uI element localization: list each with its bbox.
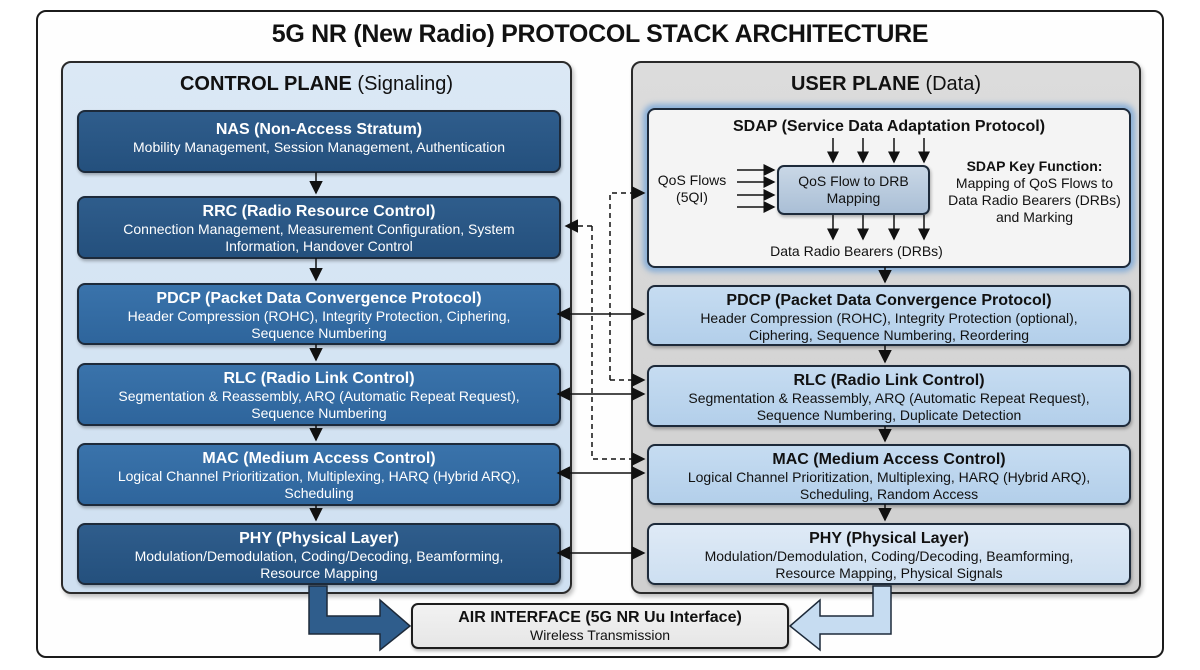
drb-label: Data Radio Bearers (DRBs) xyxy=(770,243,943,259)
layer-name: PHY (Physical Layer) xyxy=(809,530,969,547)
cp-layer-pdcp: PDCP (Packet Data Convergence Protocol) … xyxy=(77,283,561,345)
sdap-key-desc: Mapping of QoS Flows to Data Radio Beare… xyxy=(948,175,1121,225)
cp-to-air-arrow xyxy=(308,585,412,652)
layer-desc: Header Compression (ROHC), Integrity Pro… xyxy=(127,308,511,341)
up-layer-phy: PHY (Physical Layer) Modulation/Demodula… xyxy=(647,523,1131,585)
air-interface-box: AIR INTERFACE (5G NR Uu Interface) Wirel… xyxy=(411,603,789,649)
rrc-mac-control-arrow xyxy=(591,226,646,466)
layer-name: PDCP (Packet Data Convergence Protocol) xyxy=(726,292,1052,309)
air-interface-desc: Wireless Transmission xyxy=(529,627,671,643)
layer-desc: Segmentation & Reassembly, ARQ (Automati… xyxy=(688,390,1090,423)
sdap-key-function: SDAP Key Function: Mapping of QoS Flows … xyxy=(942,158,1127,226)
control-plane-title-sub: (Signaling) xyxy=(357,73,454,95)
layer-name: RLC (Radio Link Control) xyxy=(223,370,415,387)
sdap-arrows xyxy=(737,138,930,241)
layer-desc: Logical Channel Prioritization, Multiple… xyxy=(687,469,1091,502)
rrc-sdap-control-arrow xyxy=(609,186,646,380)
user-plane-title-bold: USER PLANE xyxy=(790,73,920,95)
control-plane-title-bold: CONTROL PLANE xyxy=(179,73,352,95)
user-plane: USER PLANE (Data) SDAP (Service Data Ada… xyxy=(631,61,1141,594)
layer-name: PHY (Physical Layer) xyxy=(239,530,399,547)
up-layer-rlc: RLC (Radio Link Control) Segmentation & … xyxy=(647,365,1131,427)
up-layer-sdap: SDAP (Service Data Adaptation Protocol) … xyxy=(647,108,1131,268)
up-layer-pdcp: PDCP (Packet Data Convergence Protocol) … xyxy=(647,285,1131,346)
cp-layer-mac: MAC (Medium Access Control) Logical Chan… xyxy=(77,443,561,506)
cp-layer-nas: NAS (Non-Access Stratum) Mobility Manage… xyxy=(77,110,561,173)
layer-name: RRC (Radio Resource Control) xyxy=(202,203,436,220)
qos-flows-label: QoS Flows (5QI) xyxy=(657,172,727,205)
layer-name: NAS (Non-Access Stratum) xyxy=(215,121,423,138)
layer-desc: Header Compression (ROHC), Integrity Pro… xyxy=(700,310,1078,343)
up-layer-mac: MAC (Medium Access Control) Logical Chan… xyxy=(647,444,1131,505)
user-plane-title: USER PLANE (Data) xyxy=(633,73,1139,96)
layer-desc: Mobility Management, Session Management,… xyxy=(133,139,505,155)
layer-desc: Modulation/Demodulation, Coding/Decoding… xyxy=(134,548,504,581)
control-plane: CONTROL PLANE (Signaling) NAS (Non-Acces… xyxy=(61,61,572,594)
sdap-key-title: SDAP Key Function: xyxy=(966,158,1103,174)
cp-layer-rrc: RRC (Radio Resource Control) Connection … xyxy=(77,196,561,259)
diagram-title: 5G NR (New Radio) PROTOCOL STACK ARCHITE… xyxy=(271,20,929,48)
layer-name: PDCP (Packet Data Convergence Protocol) xyxy=(156,290,482,307)
user-plane-title-sub: (Data) xyxy=(925,73,982,95)
up-to-air-arrow xyxy=(788,585,892,652)
layer-name: MAC (Medium Access Control) xyxy=(772,451,1006,468)
qos-drb-mapping-box: QoS Flow to DRB Mapping xyxy=(777,165,930,215)
cp-layer-rlc: RLC (Radio Link Control) Segmentation & … xyxy=(77,363,561,426)
layer-desc: Segmentation & Reassembly, ARQ (Automati… xyxy=(118,388,520,421)
control-plane-title: CONTROL PLANE (Signaling) xyxy=(63,73,570,96)
layer-desc: Connection Management, Measurement Confi… xyxy=(123,221,515,254)
layer-name: MAC (Medium Access Control) xyxy=(202,450,436,467)
cp-layer-phy: PHY (Physical Layer) Modulation/Demodula… xyxy=(77,523,561,585)
sdap-title: SDAP (Service Data Adaptation Protocol) xyxy=(732,118,1046,135)
layer-name: RLC (Radio Link Control) xyxy=(793,372,985,389)
layer-desc: Modulation/Demodulation, Coding/Decoding… xyxy=(704,548,1074,581)
layer-desc: Logical Channel Prioritization, Multiple… xyxy=(117,468,521,501)
air-interface-title: AIR INTERFACE (5G NR Uu Interface) xyxy=(458,609,742,626)
